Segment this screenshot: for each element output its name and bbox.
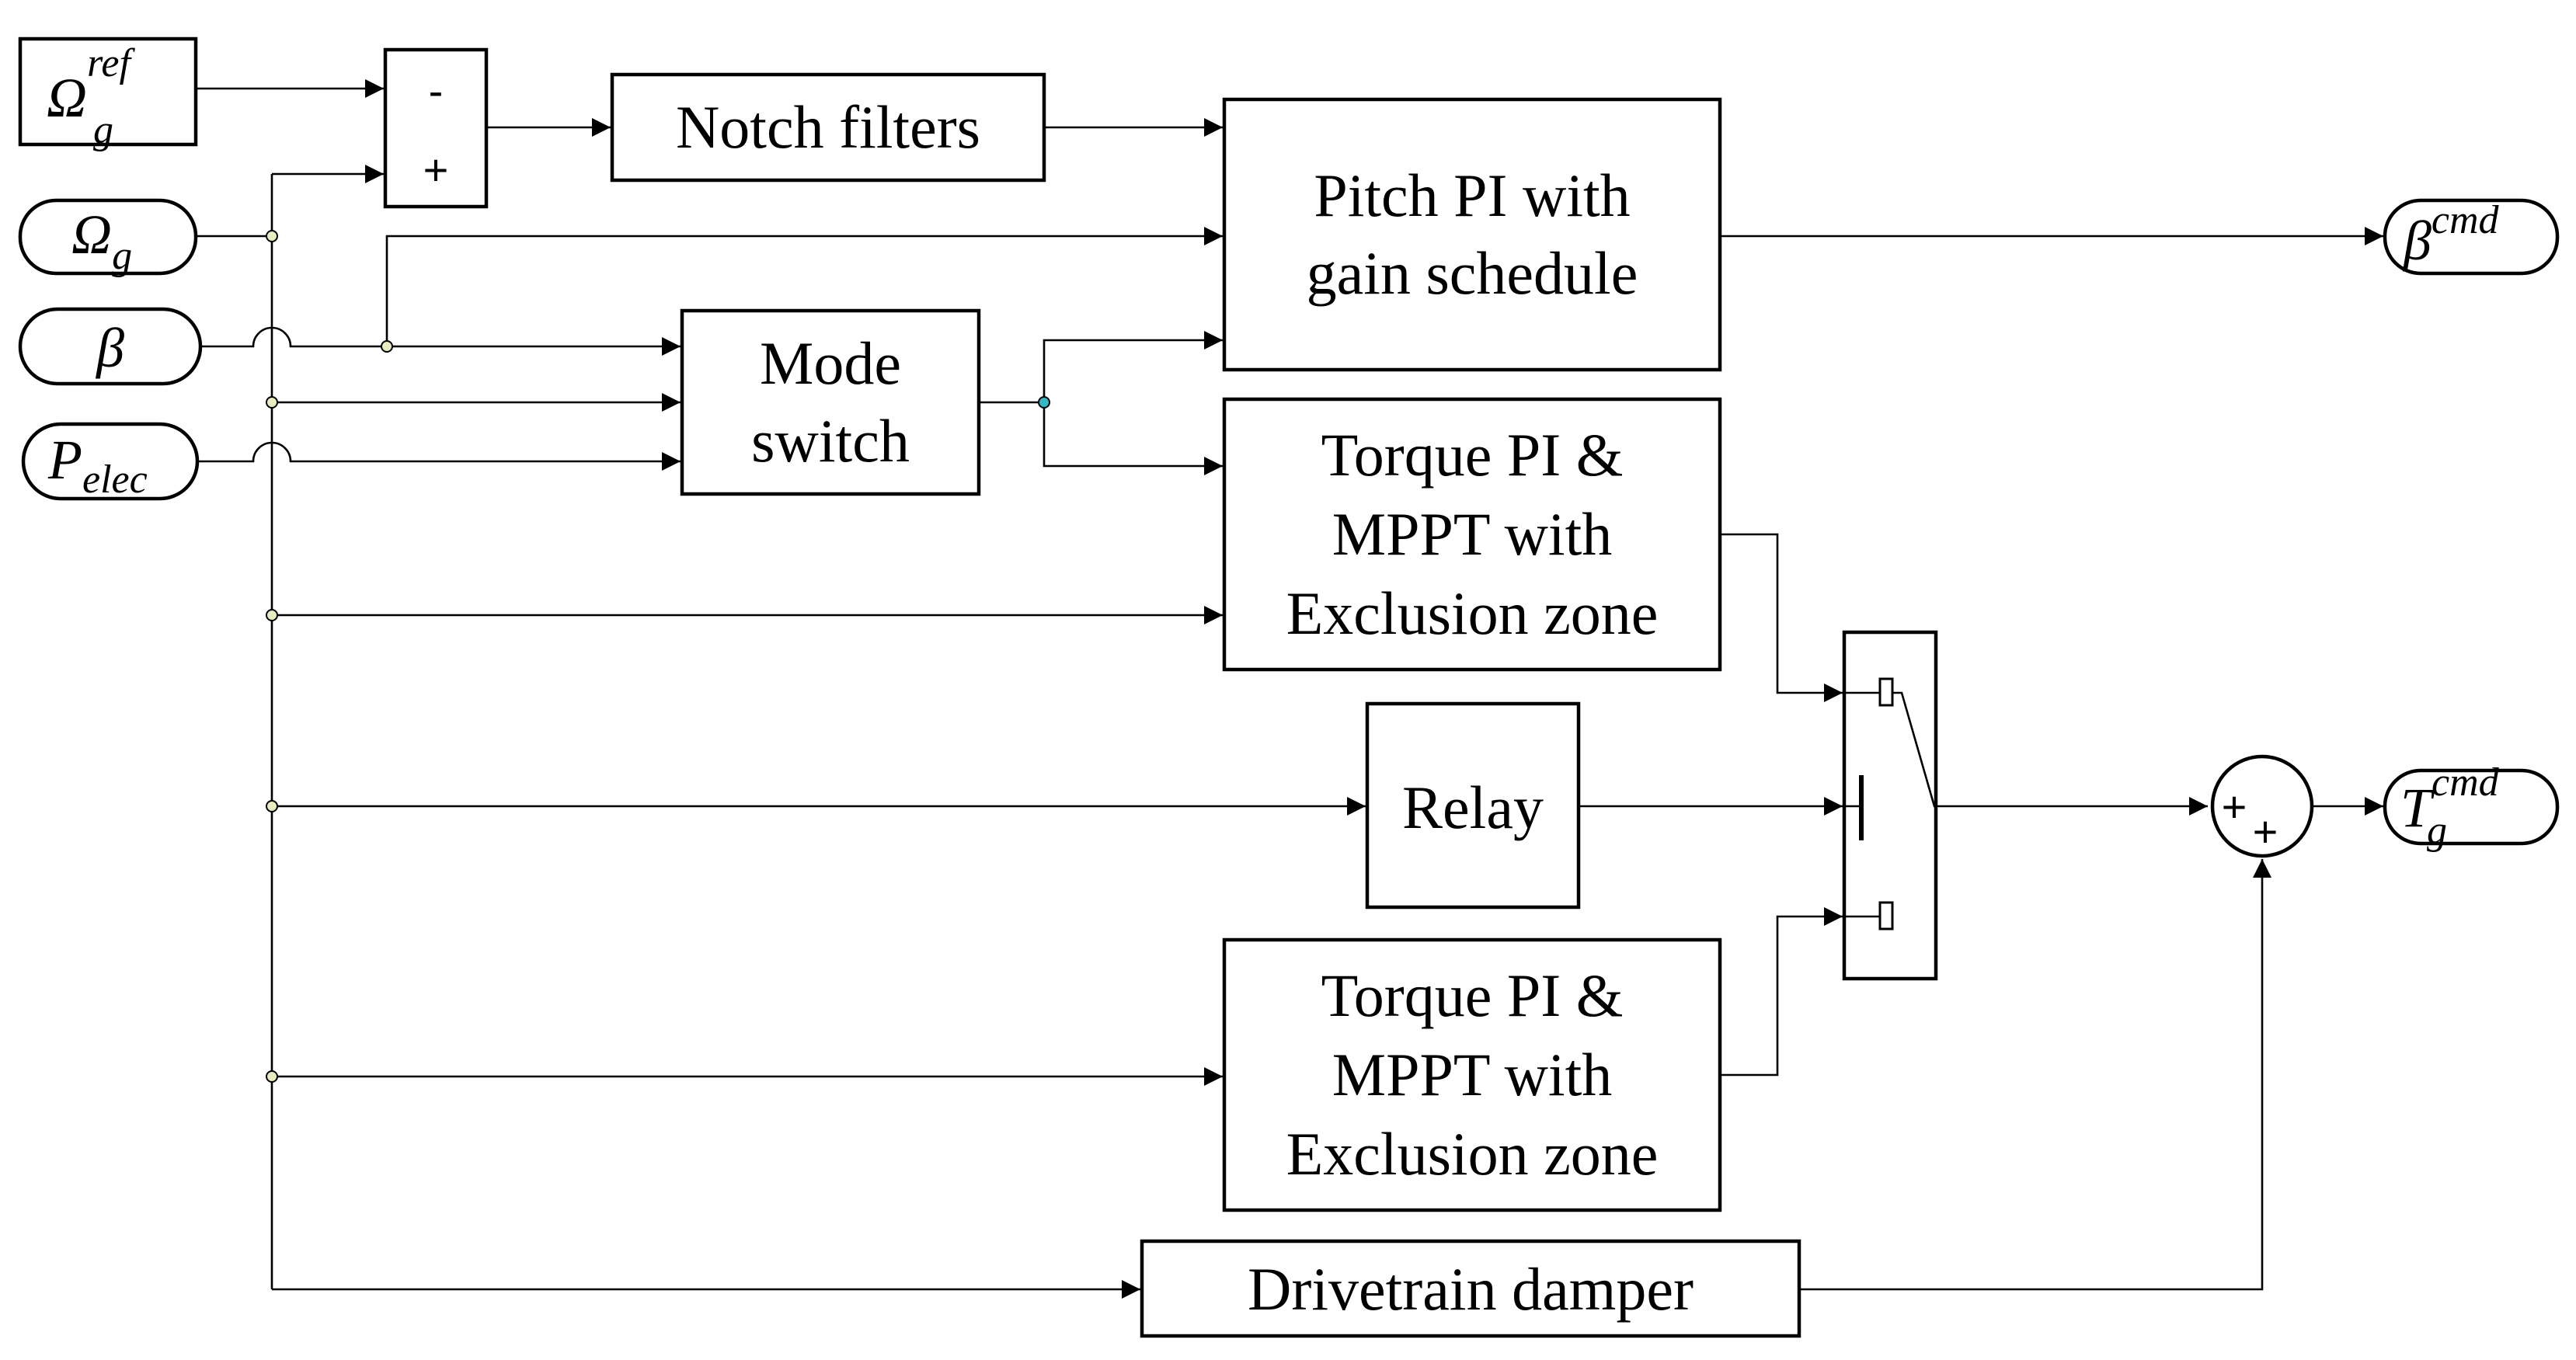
omega-g-main: Ω [71,203,112,266]
switch-contact-lower [1878,901,1894,930]
drivetrain-damper-block: Drivetrain damper [1140,1239,1801,1338]
wire-mode-to-pitch [1043,331,1223,402]
wire-beta-to-mode [200,326,681,356]
wire-beta-to-pitch [385,227,1223,346]
summer-sign-left: + [2222,782,2247,831]
drivetrain-damper-label: Drivetrain damper [1248,1255,1694,1323]
pitch-pi-block: Pitch PI with gain schedule [1222,97,1722,372]
sum-sign-minus: - [429,66,444,115]
wire-torque-lower-to-switch [1721,907,1843,1077]
beta-cmd-main: β [2402,210,2432,272]
junction-dot [266,230,278,242]
beta-main: β [95,317,124,379]
torque-lower-label-line1: Torque PI & [1321,962,1624,1029]
sum-block: - + [383,47,489,209]
junction-dot [266,609,278,621]
pitch-pi-label-line2: gain schedule [1307,239,1638,307]
mode-switch-label-line1: Mode [760,329,901,397]
svg-text:Pelec: Pelec [47,429,148,502]
junction-dot-mode [1038,396,1050,409]
wire-torque-upper-to-switch [1721,533,1843,702]
input-beta: β [18,307,203,386]
input-omega-g: Ωg [18,198,198,278]
pitch-pi-label-line1: Pitch PI with [1314,162,1630,229]
sum-sign-plus: + [423,145,449,194]
omega-ref-sup: ref [87,41,135,85]
torque-pi-lower-block: Torque PI & MPPT with Exclusion zone [1222,937,1722,1212]
input-p-elec: Pelec [21,422,200,502]
junction-dot [266,396,278,409]
torque-lower-label-line3: Exclusion zone [1286,1120,1659,1188]
multiport-switch-block [1842,630,1938,981]
omega-g-sub: g [112,234,132,278]
p-elec-main: P [47,429,82,491]
torque-upper-label-line3: Exclusion zone [1286,579,1659,647]
switch-lever [1892,691,1937,808]
torque-upper-label-line1: Torque PI & [1321,421,1624,489]
omega-ref-sub: g [93,108,113,152]
wires [196,79,2383,1299]
switch-contact-upper [1878,677,1894,707]
notch-filters-label: Notch filters [676,93,980,161]
torque-cmd-sup: cmd [2432,760,2500,805]
relay-block: Relay [1365,701,1581,910]
junction-dot [266,1070,278,1083]
omega-ref-main: Ω [47,67,87,129]
junctions [266,230,1050,1083]
mode-switch-label-line2: switch [751,407,910,475]
torque-cmd-sub: g [2427,809,2447,853]
output-beta-cmd: βcmd [2383,198,2560,276]
svg-text:Ωg: Ωg [71,203,132,278]
beta-cmd-sup: cmd [2432,198,2500,242]
torque-cmd-main: T [2400,777,2435,839]
torque-upper-label-line2: MPPT with [1332,500,1613,568]
notch-filters-block: Notch filters [610,72,1046,183]
summer-block: + + [2210,754,2314,858]
wire-damper-to-summer [1801,859,2271,1291]
relay-label: Relay [1402,774,1544,841]
mode-switch-block: Mode switch [680,308,981,496]
torque-pi-upper-block: Torque PI & MPPT with Exclusion zone [1222,397,1722,672]
summer-sign-bottom: + [2253,807,2278,856]
wire-mode-to-torque-upper [1043,402,1223,475]
svg-text:βcmd: βcmd [2402,198,2499,272]
junction-dot [381,340,393,353]
wire-pelec-to-mode [197,441,681,471]
torque-lower-label-line2: MPPT with [1332,1041,1613,1108]
junction-dot [266,800,278,812]
p-elec-sub: elec [82,457,148,502]
input-omega-ref: Ωref g [18,37,198,152]
